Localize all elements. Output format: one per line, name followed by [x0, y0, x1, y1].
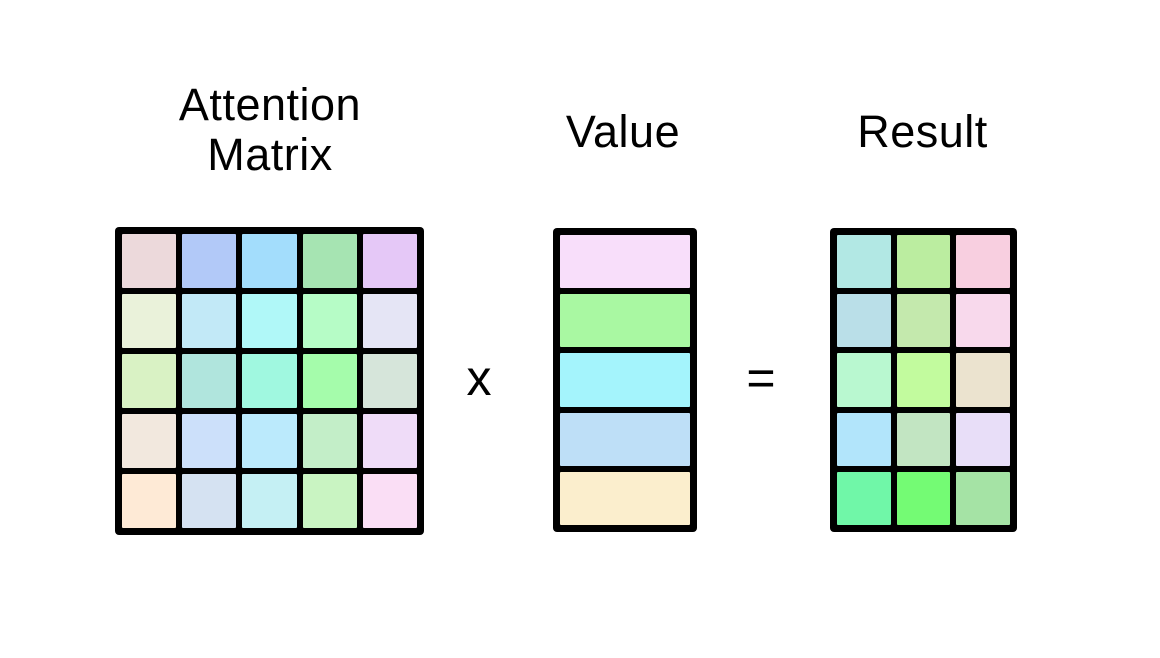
matrix-cell [242, 294, 297, 348]
matrix-cell [956, 353, 1010, 407]
matrix-cell [122, 354, 177, 408]
matrix-cell [837, 471, 891, 525]
matrix-cell [182, 354, 237, 408]
value-title: Value [565, 106, 681, 157]
matrix-cell [560, 471, 690, 525]
matrix-cell [837, 294, 891, 348]
matrix-cell [242, 414, 297, 468]
attention-matrix-grid [115, 227, 424, 535]
matrix-cell [362, 414, 417, 468]
value-vector-grid [553, 228, 697, 532]
matrix-cell [956, 471, 1010, 525]
matrix-cell [956, 294, 1010, 348]
matrix-cell [560, 353, 690, 407]
matrix-cell [560, 294, 690, 348]
matrix-cell [837, 353, 891, 407]
matrix-cell [896, 412, 951, 466]
matrix-cell [362, 294, 417, 348]
matrix-cell [182, 234, 237, 288]
matrix-cell [122, 294, 177, 348]
matrix-cell [182, 294, 237, 348]
matrix-cell [956, 412, 1010, 466]
matrix-cell [362, 234, 417, 288]
multiply-operator: x [466, 350, 492, 406]
matrix-cell [122, 474, 177, 528]
matrix-cell [837, 412, 891, 466]
matrix-cell [362, 354, 417, 408]
matrix-cell [122, 414, 177, 468]
result-matrix-grid [830, 228, 1017, 532]
matrix-cell [896, 471, 951, 525]
matrix-cell [122, 234, 177, 288]
attention-title-line2: Matrix [207, 129, 333, 180]
matrix-cell [560, 235, 690, 289]
matrix-cell [302, 234, 357, 288]
matrix-cell [302, 294, 357, 348]
matrix-cell [896, 353, 951, 407]
matrix-cell [242, 234, 297, 288]
matrix-cell [362, 474, 417, 528]
attention-title-line1: Attention [178, 79, 362, 130]
matrix-cell [896, 294, 951, 348]
matrix-cell [302, 414, 357, 468]
matrix-cell [956, 235, 1010, 289]
matrix-cell [242, 474, 297, 528]
equals-operator: = [746, 350, 776, 406]
matrix-cell [837, 235, 891, 289]
matrix-cell [302, 354, 357, 408]
matrix-cell [896, 235, 951, 289]
matrix-cell [560, 412, 690, 466]
matrix-cell [302, 474, 357, 528]
result-title: Result [857, 106, 988, 157]
matrix-cell [182, 474, 237, 528]
matrix-cell [242, 354, 297, 408]
matrix-cell [182, 414, 237, 468]
